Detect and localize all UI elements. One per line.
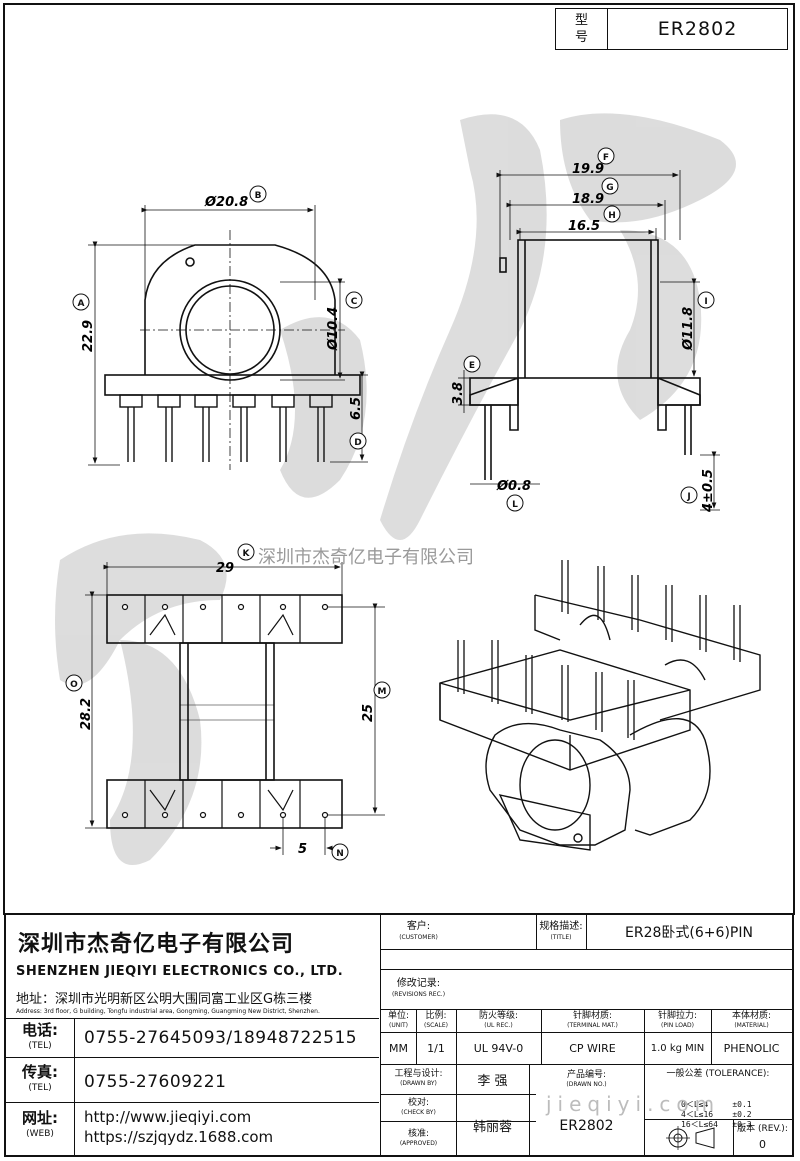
svg-text:A: A — [78, 299, 85, 309]
approved-label: 核准:(APPROVED) — [399, 1129, 438, 1147]
dim-o-text: 28.2 — [79, 698, 94, 730]
company-name-cn: 深圳市杰奇亿电子有限公司 — [18, 932, 295, 957]
tel-value: 0755-27645093/18948722515 — [84, 1028, 358, 1048]
dim-i-text: Ø11.8 — [681, 307, 696, 351]
customer-label: 客户:(CUSTOMER) — [399, 921, 438, 941]
rev-value: 0 — [759, 1138, 766, 1151]
dim-l-text: Ø0.8 — [496, 479, 531, 494]
dim-b-text: Ø20.8 — [204, 195, 248, 210]
svg-text:K: K — [243, 549, 251, 559]
terminal-label: 针脚材质:(TERMINAL MAT.) — [567, 1010, 618, 1029]
projection-symbol-icon — [666, 1126, 715, 1150]
dim-m-text: 25 — [361, 704, 376, 722]
dim-c-text: Ø10.4 — [326, 307, 341, 351]
pinload-label: 针脚拉力:(PIN LOAD) — [657, 1010, 698, 1029]
check-label: 校对:(CHECK BY) — [401, 1097, 436, 1116]
spec-table: 客户:(CUSTOMER) 规格描述:(TITLE) ER28卧式(6+6)PI… — [381, 914, 792, 1157]
drawn-value: 李 强 — [477, 1073, 508, 1089]
watermark-site: jieqiyi.com — [546, 1092, 721, 1116]
svg-text:M: M — [378, 687, 387, 697]
dim-a-text: 22.9 — [81, 320, 96, 352]
revisions-label: 修改记录:(REVISIONS REC.) — [391, 978, 446, 998]
title-value: ER28卧式(6+6)PIN — [625, 925, 753, 941]
svg-text:B: B — [255, 191, 262, 201]
dim-d-text: 6.5 — [349, 397, 364, 420]
unit-label: 单位:(UNIT) — [387, 1010, 410, 1029]
dim-n-text: 5 — [298, 842, 307, 857]
ul-value: UL 94V-0 — [473, 1041, 524, 1055]
web-link-2[interactable]: https://szjqydz.1688.com — [84, 1128, 274, 1146]
model-label: 型号 — [556, 9, 608, 49]
front-view-dims — [88, 205, 368, 470]
svg-text:N: N — [336, 849, 344, 859]
title-block: 深圳市杰奇亿电子有限公司 SHENZHEN JIEQIYI ELECTRONIC… — [4, 914, 794, 1157]
dim-k-text: 29 — [216, 561, 234, 576]
scale-label: 比例:(SCALE) — [424, 1010, 448, 1029]
watermark-company-text: 深圳市杰奇亿电子有限公司 — [258, 547, 474, 568]
svg-text:G: G — [606, 183, 613, 193]
side-view-dims — [458, 170, 720, 511]
material-value: PHENOLIC — [723, 1041, 780, 1055]
drawing-border — [3, 3, 795, 915]
svg-text:D: D — [354, 438, 361, 448]
svg-text:O: O — [70, 680, 78, 690]
company-info: 深圳市杰奇亿电子有限公司 SHENZHEN JIEQIYI ELECTRONIC… — [6, 914, 381, 1157]
isometric-pins — [457, 560, 741, 740]
company-name-en: SHENZHEN JIEQIYI ELECTRONICS CO., LTD. — [16, 964, 344, 979]
svg-text:I: I — [704, 297, 707, 307]
dim-g-text: 18.9 — [572, 192, 604, 207]
tel-label: 电话:(TEL) — [22, 1021, 58, 1051]
marker-letters: B A C D F G H I E L J K O M N — [70, 153, 708, 859]
scale-value: 1/1 — [427, 1041, 445, 1055]
svg-text:J: J — [686, 492, 690, 502]
web-label: 网址:(WEB) — [22, 1109, 58, 1139]
tolerance-label: 一般公差 (TOLERANCE): — [666, 1069, 770, 1079]
rev-label: 版本 (REV.): — [737, 1124, 788, 1134]
dim-j-text: 4±0.5 — [701, 469, 716, 513]
marker-bubbles — [65, 147, 715, 861]
company-address-cn: 地址：深圳市光明新区公明大围同富工业区G栋三楼 — [16, 992, 313, 1007]
svg-text:H: H — [608, 211, 616, 221]
svg-text:F: F — [603, 153, 609, 163]
dim-h-text: 16.5 — [568, 219, 600, 234]
top-view — [106, 594, 343, 829]
title-label: 规格描述:(TITLE) — [539, 921, 583, 941]
unit-value: MM — [389, 1041, 408, 1055]
pinload-value: 1.0 kg MIN — [650, 1042, 705, 1054]
isometric-view — [439, 594, 761, 851]
drawn-label: 工程与设计:(DRAWN BY) — [394, 1069, 443, 1087]
dim-e-text: 3.8 — [451, 382, 466, 405]
fax-value: 0755-27609221 — [84, 1072, 227, 1092]
ul-label: 防火等级:(UL REC.) — [478, 1010, 519, 1029]
drawno-label: 产品编号:(DRAWN NO.) — [566, 1070, 607, 1088]
approved-value: 韩丽蓉 — [472, 1120, 512, 1135]
technical-drawing: Ø20.8 22.9 Ø10.4 6.5 19.9 18.9 16.5 Ø11.… — [3, 3, 795, 915]
watermark-logo — [55, 113, 736, 865]
fax-label: 传真:(TEL) — [22, 1063, 58, 1093]
dim-f-text: 19.9 — [572, 162, 604, 177]
web-link-1[interactable]: http://www.jieqiyi.com — [84, 1108, 252, 1126]
material-label: 本体材质:(MATERIAL) — [731, 1010, 772, 1029]
model-value: ER2802 — [657, 18, 738, 40]
company-address-en: Address: 3rd floor, G building, Tongfu i… — [16, 1008, 320, 1015]
svg-text:C: C — [351, 297, 358, 307]
model-box: 型号 ER2802 — [555, 8, 788, 50]
svg-text:L: L — [512, 500, 518, 510]
svg-text:E: E — [469, 361, 475, 371]
drawno-value: ER2802 — [559, 1117, 614, 1134]
terminal-value: CP WIRE — [569, 1041, 616, 1055]
